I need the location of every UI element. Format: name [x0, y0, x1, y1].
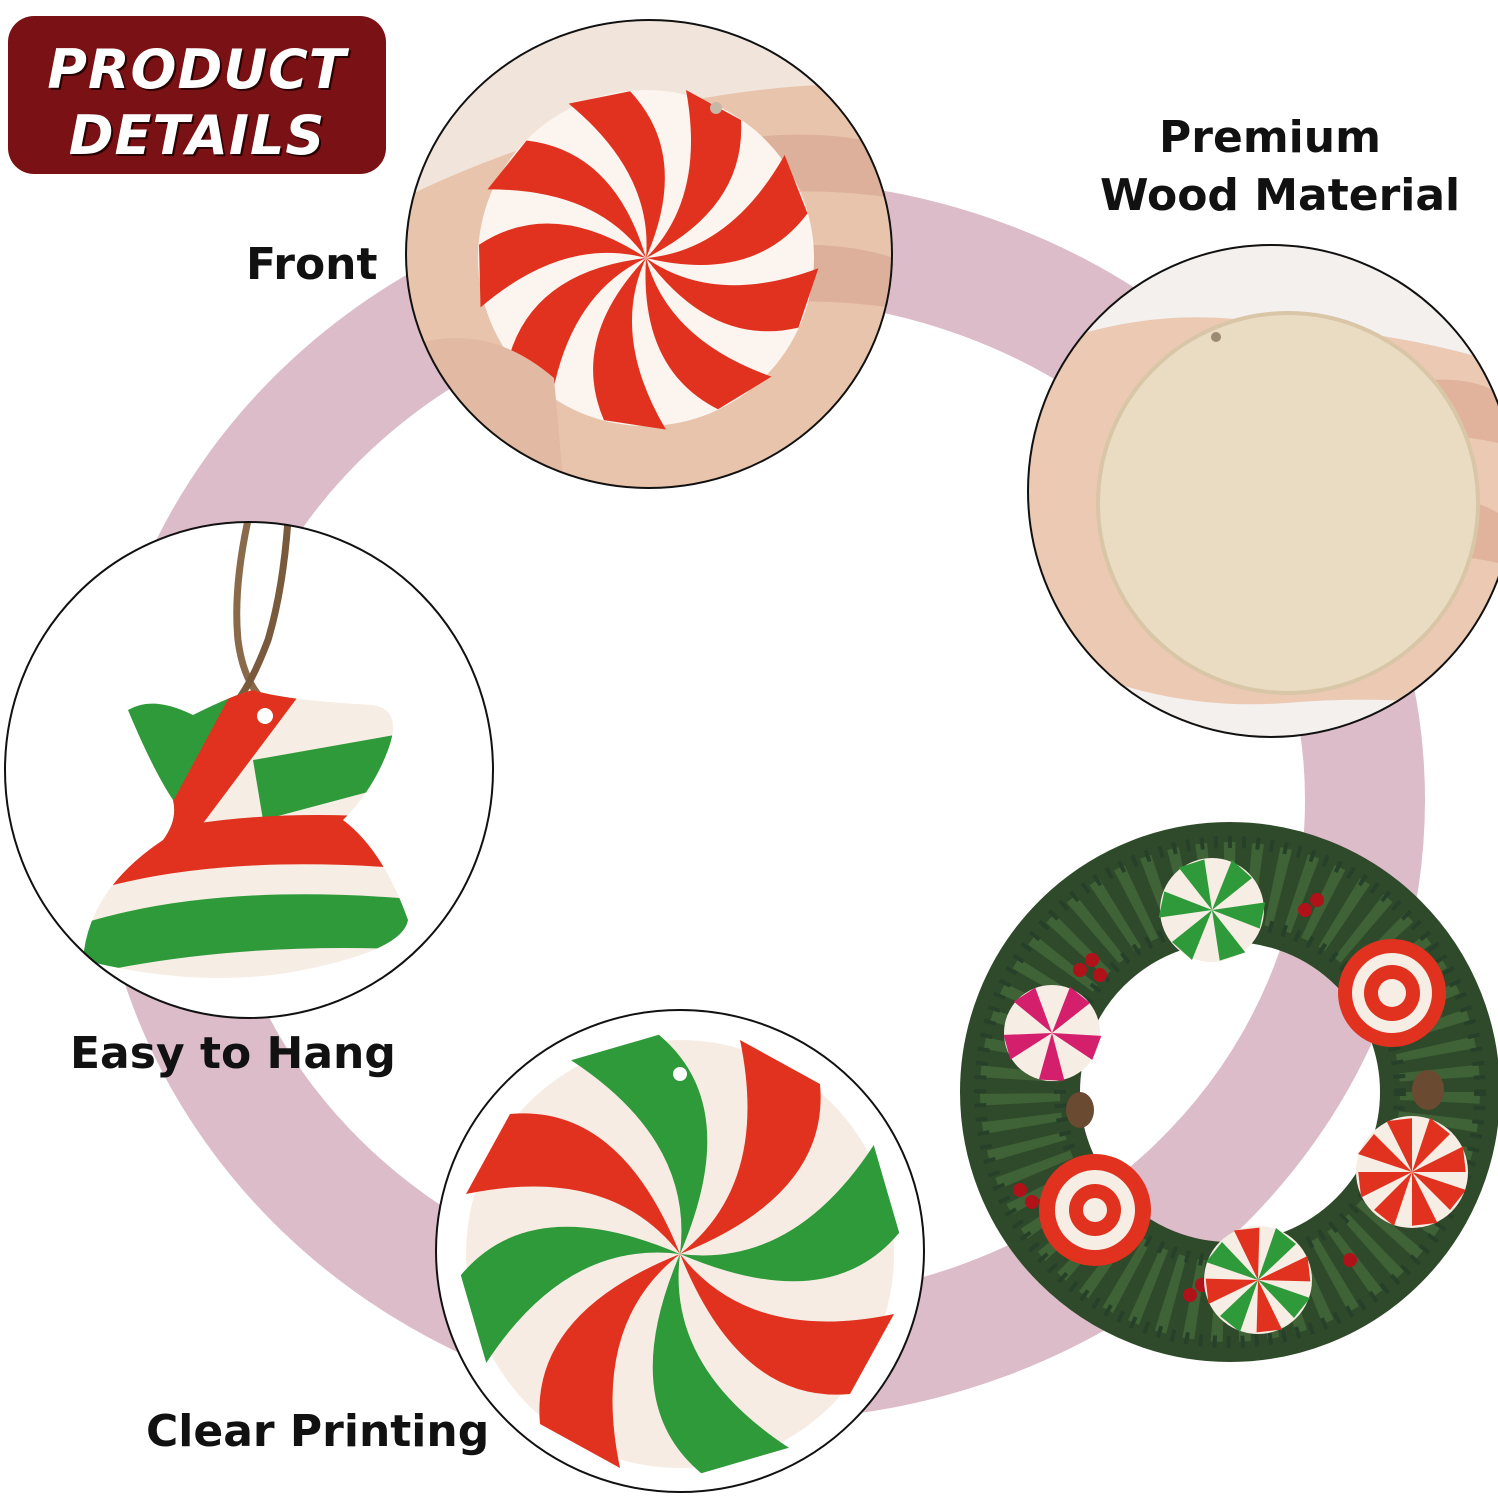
wreath-photo-icon [960, 822, 1498, 1362]
label-front: Front [246, 239, 378, 290]
front-photo-icon [405, 19, 893, 489]
badge-line-2: DETAILS [68, 104, 326, 167]
label-premium-line2: Wood Material [1100, 170, 1461, 221]
hanging-ornament-photo-icon [4, 521, 494, 1019]
product-details-badge: PRODUCT DETAILS [8, 16, 386, 174]
label-clear-printing: Clear Printing [146, 1406, 490, 1457]
label-easy-to-hang: Easy to Hang [70, 1028, 396, 1079]
clear-printing-photo-icon [435, 1009, 925, 1493]
badge-line-1: PRODUCT [47, 38, 347, 101]
wood-back-photo-icon [1027, 244, 1498, 738]
label-premium-line1: Premium [1159, 112, 1381, 163]
